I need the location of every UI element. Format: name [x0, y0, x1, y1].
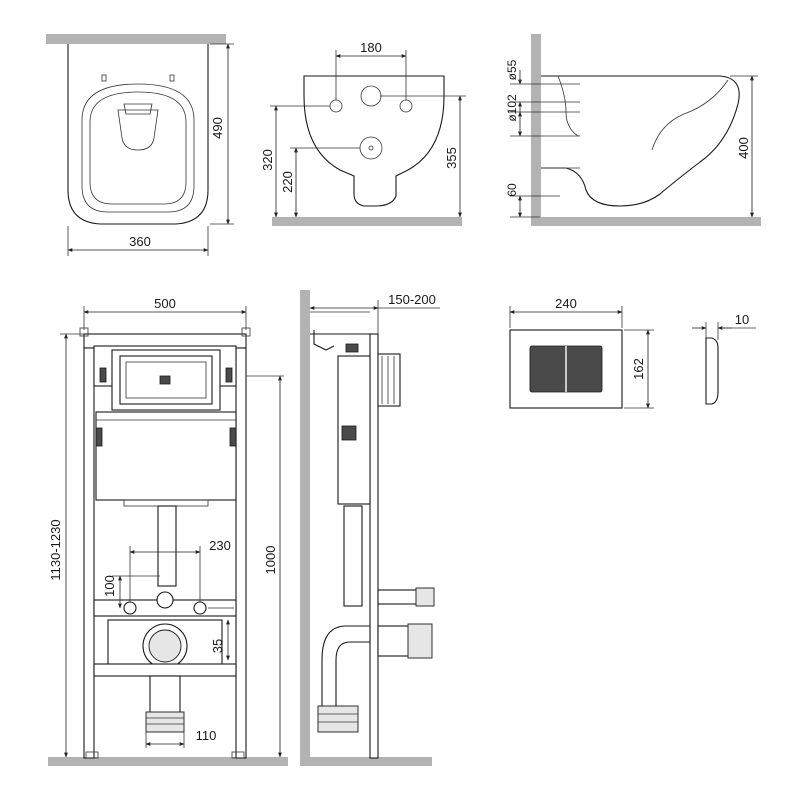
side-bracket-right [225, 367, 233, 383]
dim-360: 360 [129, 234, 151, 249]
dim-150-200: 150-200 [388, 292, 436, 307]
cistern-body [95, 411, 237, 501]
cistern-clip-left [95, 427, 103, 447]
foot-left [85, 751, 99, 759]
dim-320: 320 [260, 149, 275, 171]
flush-plate-mount [377, 353, 401, 407]
floor-frame-front [48, 757, 288, 766]
dim-355: 355 [444, 147, 459, 169]
inspection-latch [159, 375, 171, 385]
frame-lower-bar [93, 663, 237, 677]
drain-outlet-end [407, 623, 433, 659]
dim-240: 240 [555, 296, 577, 311]
flush-plate-profile [705, 337, 719, 405]
frame-left-post [83, 347, 95, 759]
dim-490: 490 [210, 117, 225, 139]
bowl-opening [117, 109, 159, 151]
dim-162: 162 [631, 358, 646, 380]
hinge-left [101, 74, 107, 82]
frame-side-view: 150-200 [300, 290, 440, 766]
bolt-hole-left [329, 99, 343, 113]
frame-front-view: 500 1130-1230 1000 230 100 35 110 [48, 296, 288, 766]
dim-10: 10 [735, 312, 749, 327]
drain-ring-inner [148, 629, 182, 663]
drain-center [368, 145, 374, 151]
dim-500: 500 [154, 296, 176, 311]
drain-pipe [149, 675, 181, 717]
wall-anchor [313, 330, 335, 351]
dim-60: 60 [505, 183, 519, 197]
drain-outlet [359, 136, 383, 160]
bowl-rim-opening [123, 103, 153, 115]
inspection-opening [119, 355, 213, 405]
dim-1130-1230: 1130-1230 [48, 519, 63, 580]
wall-side [531, 34, 541, 226]
cistern-base [123, 499, 209, 507]
inlet-pipe [156, 591, 174, 609]
wall-plate-top [46, 34, 226, 44]
frame-right-post [235, 347, 247, 759]
drain-outlet-side [377, 625, 411, 657]
water-inlet [360, 85, 382, 107]
side-front-post [369, 333, 379, 759]
dim-35: 35 [210, 639, 225, 653]
dim-400: 400 [736, 137, 751, 159]
seat-inner [89, 91, 187, 205]
bowl-front-view: 490 360 [46, 34, 234, 256]
foot-right [231, 751, 245, 759]
flush-plate-view: 240 162 10 [509, 296, 756, 409]
bowl-back-view: 180 320 220 355 [260, 40, 466, 226]
side-bracket-left [99, 367, 107, 383]
inlet-connector [377, 589, 419, 605]
dim-230: 230 [209, 538, 231, 553]
dim-d102: ø102 [505, 94, 519, 122]
seat-outer [81, 83, 195, 213]
wall-frame-side [300, 290, 310, 766]
dim-220: 220 [280, 171, 295, 193]
dim-180: 180 [360, 40, 382, 55]
side-flush-pipe [343, 505, 363, 607]
back-view-outline [303, 75, 445, 207]
dim-d55: ø55 [505, 59, 519, 80]
inspection-inner [125, 361, 207, 399]
drain-elbow [321, 625, 371, 709]
valve-cap [345, 343, 359, 353]
hinge-right [169, 74, 175, 82]
dim-1000: 1000 [263, 546, 278, 575]
drain-socket [317, 705, 359, 733]
floor-plate [272, 217, 462, 226]
flush-pipe [157, 505, 177, 587]
bolt-right [193, 601, 207, 615]
cistern-clip-right [229, 427, 237, 447]
inlet-connector-end [415, 587, 435, 607]
bolt-hole-right [399, 99, 413, 113]
drain-pipe-end [145, 711, 185, 733]
bolt-left [123, 601, 137, 615]
bowl-side-view: ø55 ø102 60 400 [505, 34, 761, 226]
dim-100: 100 [102, 575, 117, 597]
floor-side [531, 217, 761, 226]
side-inner-line [557, 75, 579, 137]
side-view-outline [541, 75, 740, 207]
floor-frame-side [300, 757, 432, 766]
bowl-outline [67, 44, 209, 225]
side-rim-line [651, 79, 729, 151]
dim-110: 110 [196, 728, 217, 743]
cistern-valve [341, 425, 357, 441]
